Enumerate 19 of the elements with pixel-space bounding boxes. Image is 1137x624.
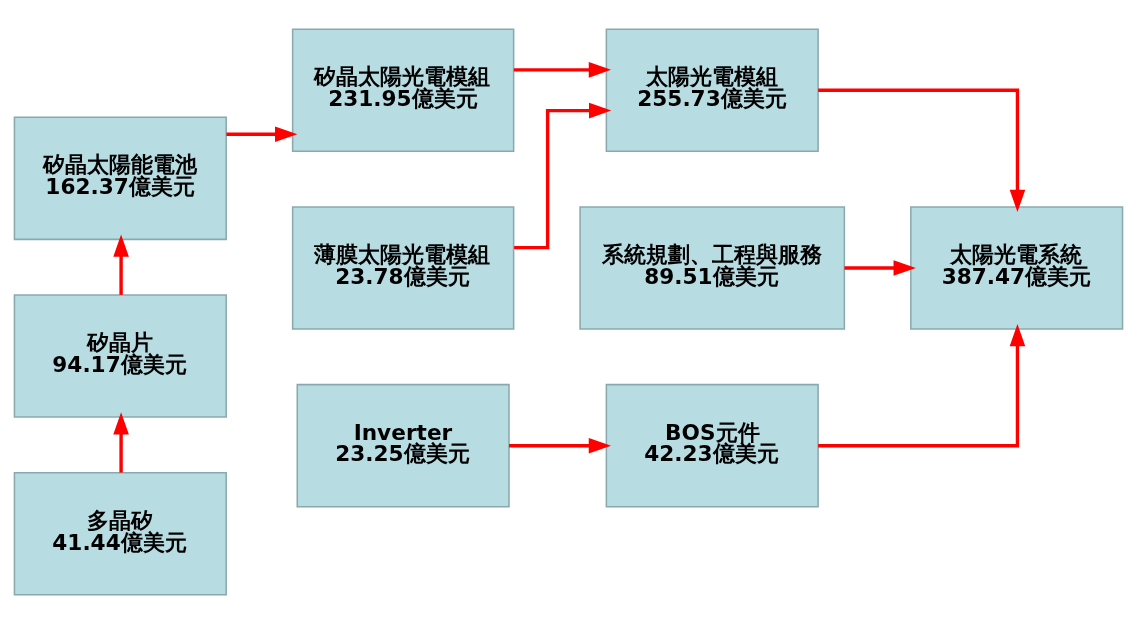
arrow [509, 437, 612, 454]
node-box: 太陽光電系統 387.47億美元 [910, 206, 1124, 330]
node-box: 太陽光電模組 255.73億美元 [605, 28, 819, 153]
node-box: 矽晶太陽光電模組 231.95億美元 [291, 28, 515, 153]
arrow [113, 234, 129, 295]
node-box: 薄膜太陽光電模組 23.78億美元 [291, 206, 515, 330]
arrow [226, 126, 298, 143]
node-box: Inverter 23.25億美元 [296, 383, 510, 508]
arrow [513, 62, 612, 78]
node-box: 多晶矽 41.44億美元 [13, 471, 227, 596]
node-box: 矽晶片 94.17億美元 [13, 294, 227, 418]
node-box: BOS元件 42.23億美元 [605, 383, 819, 508]
arrow [844, 260, 916, 276]
arrow [818, 88, 1026, 212]
arrow [514, 102, 612, 250]
arrow [818, 323, 1026, 448]
arrow [113, 412, 129, 473]
node-box: 矽晶太陽能電池 162.37億美元 [13, 116, 227, 241]
node-box: 系統規劃、工程與服務 89.51億美元 [579, 206, 846, 330]
